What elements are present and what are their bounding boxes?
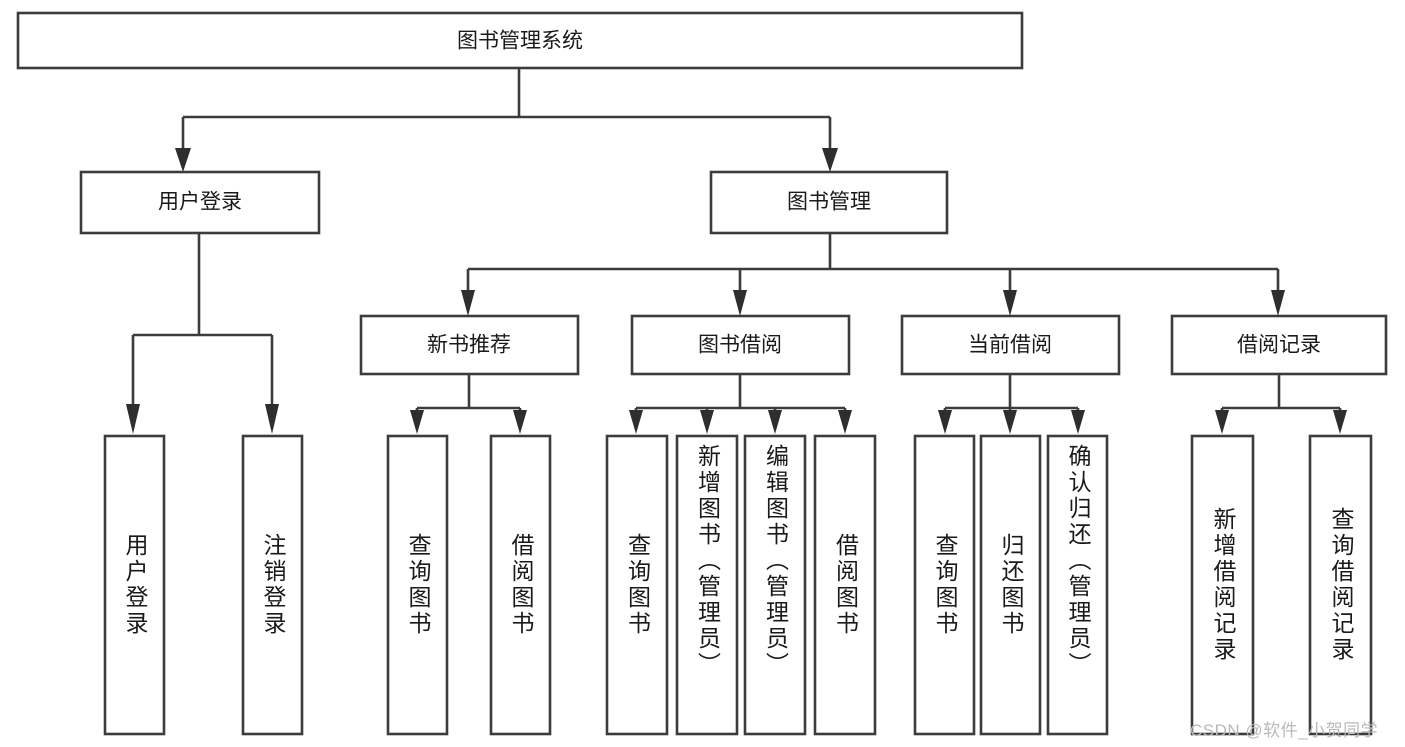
node-leaf-borrow-book-1-box[interactable] <box>489 434 552 736</box>
node-root-box[interactable] <box>16 11 1024 70</box>
node-leaf-edit-book-box[interactable] <box>743 434 807 736</box>
node-leaf-confirm-return-box[interactable] <box>1046 434 1109 736</box>
node-current-borrow-box[interactable] <box>900 314 1121 376</box>
arrow-to-new-book-recommend <box>461 290 475 316</box>
node-leaf-user-login-box[interactable] <box>103 434 166 736</box>
arrow-leaf-add-borrow-record <box>1215 410 1229 434</box>
node-borrow-record-label: 借阅记录 <box>1237 334 1321 357</box>
connector-layer <box>126 68 1347 434</box>
arrow-leaf-add-book <box>700 410 714 434</box>
arrow-leaf-confirm-return <box>1071 410 1085 434</box>
arrow-to-current-borrow <box>1003 290 1017 316</box>
node-user-login-label: 用户登录 <box>158 191 242 214</box>
node-root-label: 图书管理系统 <box>457 30 583 53</box>
node-leaf-add-book-box[interactable] <box>675 434 739 736</box>
node-book-manage-label: 图书管理 <box>787 191 871 214</box>
arrow-leaf-query-book-2 <box>629 410 643 434</box>
node-layer: 图书管理系统 用户登录 图书管理 新书推荐 图书借阅 当前借阅 借阅记录 <box>16 11 1388 736</box>
node-new-book-recommend-box[interactable] <box>359 314 580 376</box>
arrow-leaf-return-book <box>1003 410 1017 434</box>
arrow-leaf-borrow-book-2 <box>838 410 852 434</box>
node-leaf-return-book-box[interactable] <box>979 434 1042 736</box>
node-book-borrow-box[interactable] <box>630 314 851 376</box>
node-leaf-query-borrow-record-box[interactable] <box>1308 434 1373 736</box>
node-current-borrow-label: 当前借阅 <box>968 334 1052 357</box>
arrow-leaf-user-login <box>126 404 140 434</box>
arrow-leaf-edit-book <box>768 410 782 434</box>
node-leaf-borrow-book-2-box[interactable] <box>813 434 877 736</box>
node-user-login-box[interactable] <box>79 170 321 235</box>
arrow-leaf-query-borrow-record <box>1333 410 1347 434</box>
node-leaf-query-book-1-box[interactable] <box>386 434 449 736</box>
node-leaf-logout-login-box[interactable] <box>241 434 304 736</box>
arrow-leaf-logout-login <box>265 404 279 434</box>
arrow-to-borrow-record <box>1271 290 1285 316</box>
arrow-leaf-borrow-book-1 <box>513 410 527 434</box>
watermark-text: CSDN @软件_小贺同学 <box>1190 721 1379 740</box>
node-book-manage-box[interactable] <box>709 170 949 235</box>
arrow-to-user-login <box>175 148 191 172</box>
node-leaf-add-borrow-record-box[interactable] <box>1190 434 1255 736</box>
node-book-borrow-label: 图书借阅 <box>698 334 782 357</box>
arrow-leaf-query-book-3 <box>938 410 952 434</box>
node-leaf-query-book-2-box[interactable] <box>605 434 669 736</box>
node-borrow-record-box[interactable] <box>1170 314 1388 376</box>
node-leaf-query-book-3-box[interactable] <box>913 434 976 736</box>
arrow-to-book-borrow <box>733 290 747 316</box>
arrow-leaf-query-book-1 <box>410 410 424 434</box>
node-new-book-recommend-label: 新书推荐 <box>427 334 511 357</box>
arrow-to-book-manage <box>822 148 838 172</box>
